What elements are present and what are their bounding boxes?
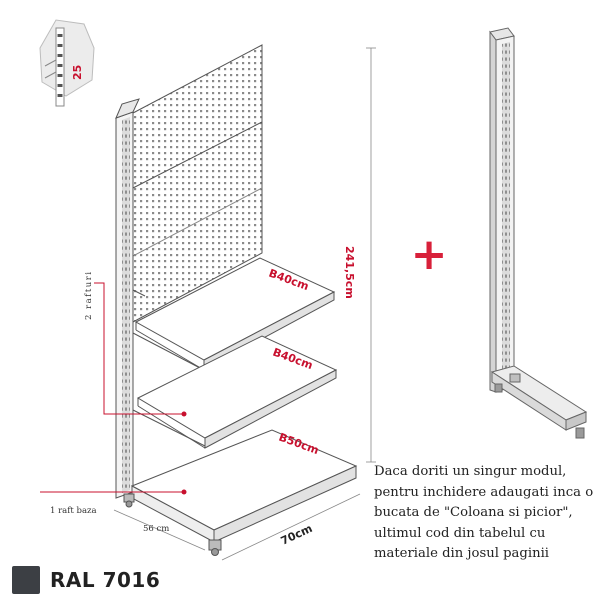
column-and-foot bbox=[489, 27, 588, 439]
depth-dimension-label: 56 cm bbox=[143, 524, 169, 534]
note-line-1: Daca doriti un singur modul, bbox=[374, 464, 567, 479]
shelves-count-label: 2 rafturi bbox=[84, 270, 94, 320]
shelves-count-callout: 2 rafturi bbox=[84, 270, 187, 417]
width-dimension-label: 70cm bbox=[279, 522, 315, 548]
ral-color-swatch bbox=[12, 566, 40, 594]
single-module-note: Daca doriti un singur modul, pentru inch… bbox=[374, 462, 594, 565]
slot-badge: 25 bbox=[39, 19, 95, 107]
plus-icon: + bbox=[411, 229, 448, 280]
height-dimension-label: 241,5cm bbox=[343, 246, 356, 299]
note-line-3: bucata de "Coloana si picior", bbox=[374, 505, 573, 520]
depth-dimension: 56 cm bbox=[113, 509, 206, 551]
ral-color-badge: RAL 7016 bbox=[12, 566, 160, 594]
height-dimension: 241,5cm bbox=[343, 47, 376, 463]
note-line-2: pentru inchidere adaugati inca o bbox=[374, 484, 594, 500]
ral-color-label: RAL 7016 bbox=[50, 568, 161, 592]
base-shelf-label: 1 raft baza bbox=[50, 506, 97, 516]
base-shelf-callout: 1 raft baza bbox=[40, 489, 187, 516]
note-line-4: ultimul cod din tabelul cu bbox=[374, 525, 546, 541]
shelf-2 bbox=[136, 335, 338, 449]
base-shelf bbox=[130, 429, 358, 543]
slot-badge-number: 25 bbox=[71, 65, 84, 80]
note-line-5: materiale din josul paginii bbox=[374, 546, 550, 561]
shelving-unit bbox=[115, 44, 358, 556]
